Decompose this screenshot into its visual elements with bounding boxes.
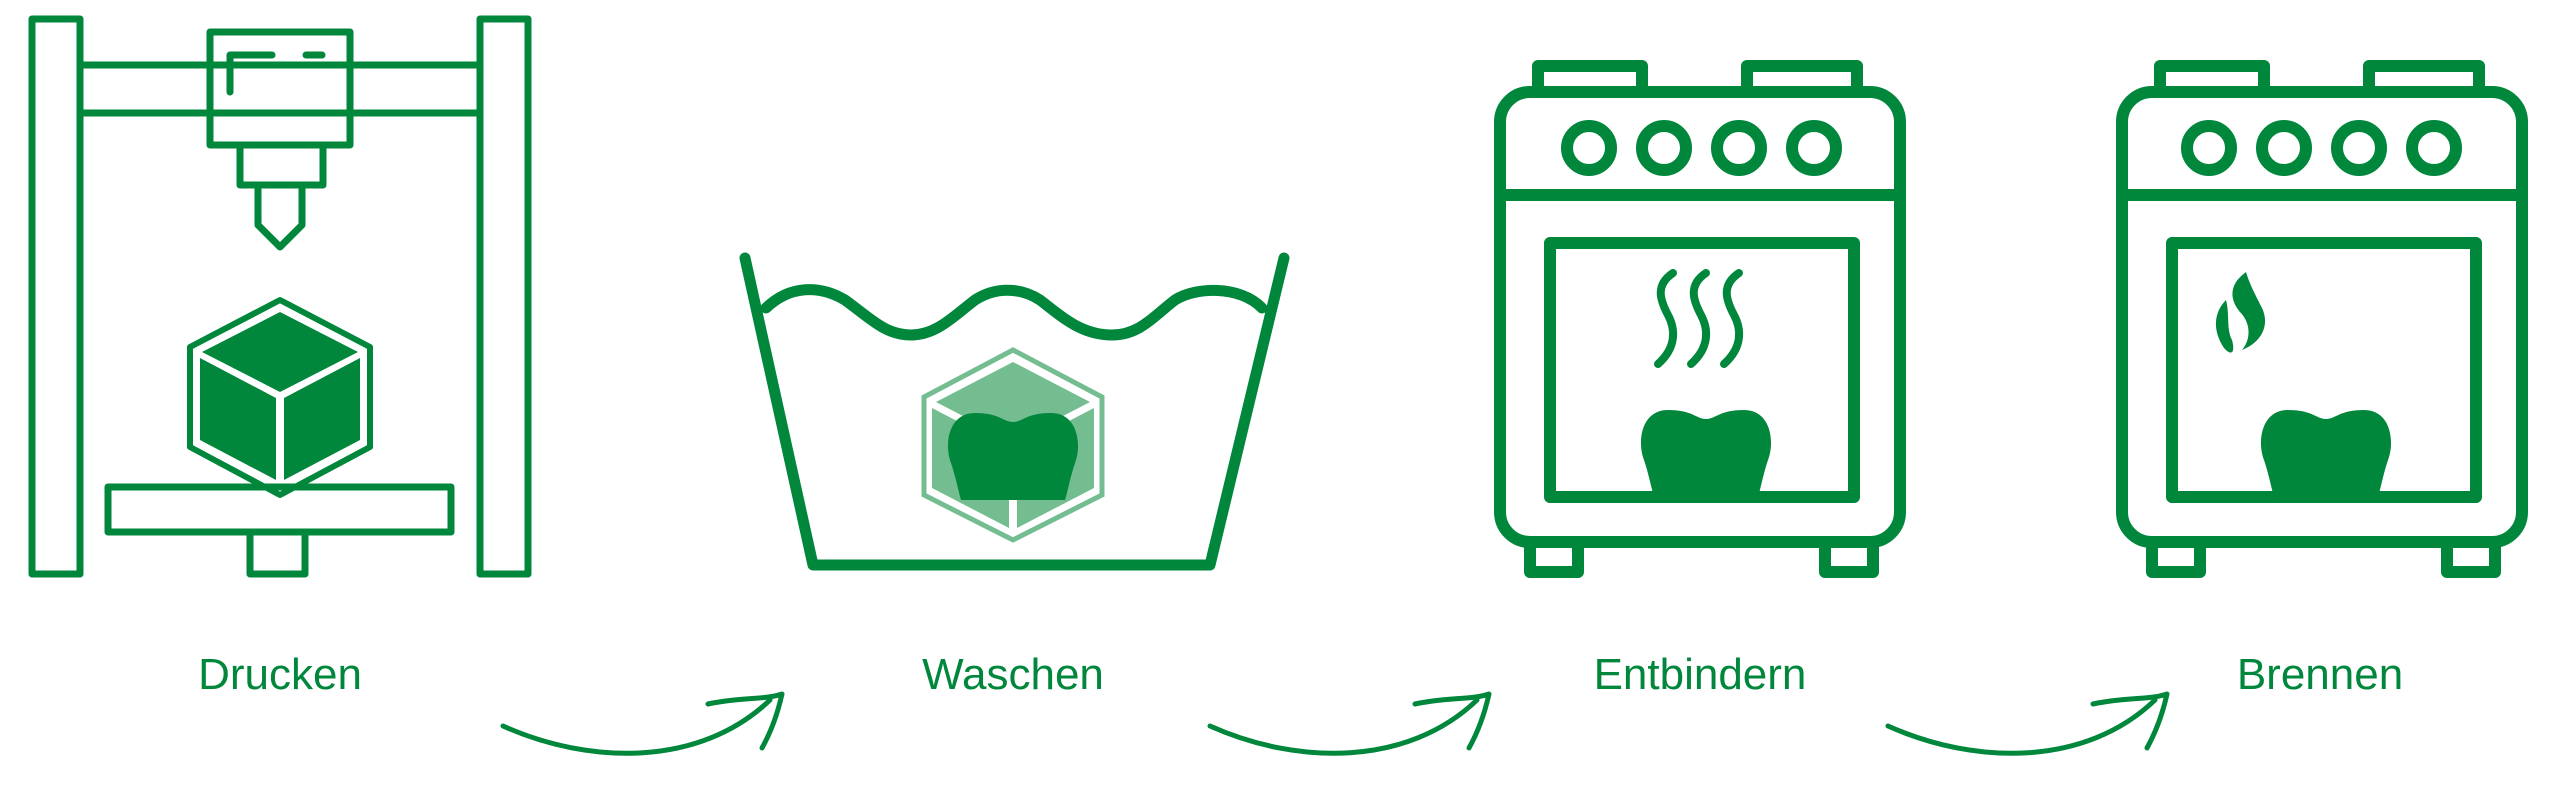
arrow-icon xyxy=(1207,691,1492,756)
flame-icon xyxy=(2215,272,2266,353)
step-label-entbindern: Entbindern xyxy=(1593,650,1807,699)
step-label-brennen: Brennen xyxy=(2236,650,2404,699)
washed-part-icon xyxy=(921,347,1105,543)
debinding-oven-icon xyxy=(1494,60,1906,578)
sintering-oven-icon xyxy=(2116,60,2528,578)
step-label-waschen: Waschen xyxy=(922,650,1104,699)
3d-printer-icon xyxy=(28,15,532,578)
arrow-icon xyxy=(500,691,785,756)
printed-cube-icon xyxy=(200,312,360,480)
dental-part-icon xyxy=(1640,410,1772,497)
washing-basin-icon xyxy=(739,252,1290,571)
steam-icon xyxy=(1654,269,1744,368)
step-label-drucken: Drucken xyxy=(198,650,362,699)
dental-part-icon xyxy=(2260,410,2392,497)
arrow-icon xyxy=(1885,691,2170,756)
